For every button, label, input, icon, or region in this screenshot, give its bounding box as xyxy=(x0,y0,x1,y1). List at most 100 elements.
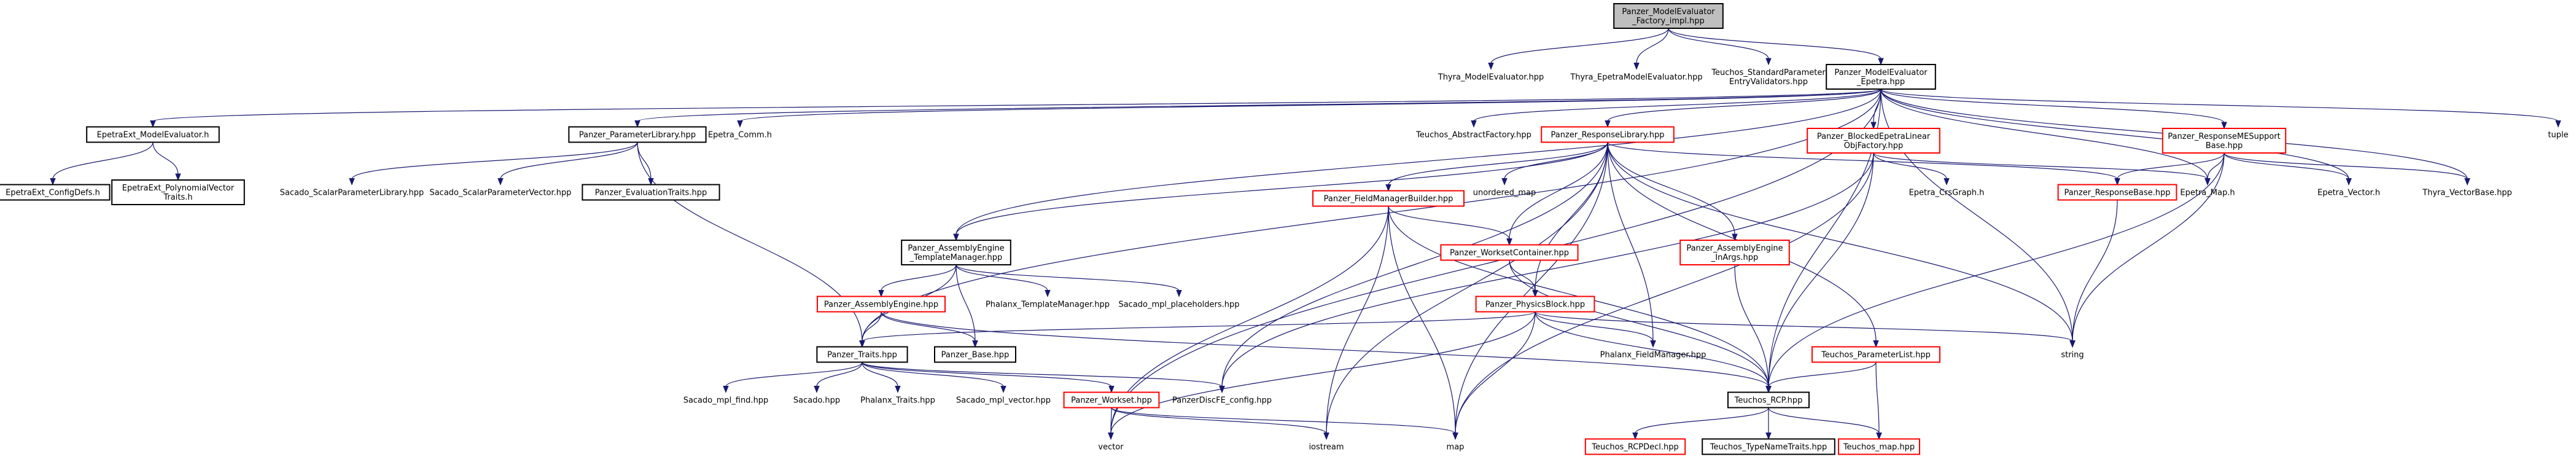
node-label: Panzer_ParameterLibrary.hpp xyxy=(579,131,696,140)
edge-panzer_resplib-to-panzer_ae_tm xyxy=(953,142,1608,241)
edge-panzer_responsebase-to-string xyxy=(2069,200,2118,348)
edge-root-to-thyra_me xyxy=(1488,28,1669,70)
node-box xyxy=(86,126,220,143)
edge-panzer_physicsblock-to-phalanx_fm xyxy=(1535,311,1656,348)
edge-panzer_ae_tm-to-sacado_mpl_ph xyxy=(955,264,1182,297)
edge-panzer_resplib-to-iostream xyxy=(1323,142,1608,440)
edge-panzer_physicsblock-to-panzer_traits xyxy=(859,311,1536,348)
node-box xyxy=(1826,64,1936,90)
edge-panzer_ae-to-panzer_base xyxy=(881,311,978,348)
node-label: EntryValidators.hpp xyxy=(1729,77,1808,87)
node-teuchos-abstractfactory-hpp: Teuchos_AbstractFactory.hpp xyxy=(1415,131,1531,140)
edge-teuchos_paramlist-to-teuchos_rcp xyxy=(1765,362,1877,393)
node-label: EpetraExt_PolynomialVector xyxy=(122,184,235,193)
node-panzer-modelevaluator-factory-impl-hpp[interactable]: Panzer_ModelEvaluator_Factory_impl.hpp xyxy=(1613,3,1724,29)
edge-teuchos_rcp-to-teuchos_map xyxy=(1768,407,1882,440)
node-epetraext-configdefs-h[interactable]: EpetraExt_ConfigDefs.h xyxy=(0,184,111,201)
node-label: PanzerDiscFE_config.hpp xyxy=(1172,396,1272,405)
node-teuchos-rcp-hpp[interactable]: Teuchos_RCP.hpp xyxy=(1727,391,1810,409)
node-teuchos-map-hpp[interactable]: Teuchos_map.hpp xyxy=(1838,438,1920,455)
node-label: Phalanx_Traits.hpp xyxy=(860,396,935,405)
node-box xyxy=(0,184,111,201)
node-panzer-assemblyengine-hpp[interactable]: Panzer_AssemblyEngine.hpp xyxy=(817,296,946,313)
node-epetraext-modelevaluator-h[interactable]: EpetraExt_ModelEvaluator.h xyxy=(86,126,220,143)
node-label: Teuchos_AbstractFactory.hpp xyxy=(1415,131,1531,140)
node-panzer-worksetcontainer-hpp[interactable]: Panzer_WorksetContainer.hpp xyxy=(1440,244,1579,261)
edge-pme_epetra-to-panzer_rme_support xyxy=(1880,88,2227,130)
node-box xyxy=(111,179,245,205)
node-panzer-base-hpp[interactable]: Panzer_Base.hpp xyxy=(934,346,1016,363)
node-phalanx-templatemanager-hpp: Phalanx_TemplateManager.hpp xyxy=(986,300,1110,310)
node-label: unordered_map xyxy=(1473,189,1536,198)
node-epetra-crsgraph-h: Epetra_CrsGraph.h xyxy=(1909,189,1985,198)
node-box xyxy=(1312,190,1465,207)
node-box xyxy=(568,126,707,143)
node-label: iostream xyxy=(1309,443,1344,452)
edge-pme_epetra-to-tuple xyxy=(1880,88,2561,128)
edge-panzer_resplib-to-panzer_ae_inargs xyxy=(1607,142,1738,241)
node-label: Panzer_ModelEvaluator xyxy=(1834,68,1928,77)
node-box xyxy=(934,346,1016,363)
node-panzer-responselibrary-hpp[interactable]: Panzer_ResponseLibrary.hpp xyxy=(1541,126,1675,143)
edge-panzer_traits-to-panzer_workset xyxy=(862,361,1115,393)
node-label: Phalanx_FieldManager.hpp xyxy=(1600,351,1706,360)
edge-panzer_rme_support-to-epetra_map xyxy=(2204,152,2225,186)
edge-panzer_resplib-to-phalanx_fm xyxy=(1607,142,1656,348)
node-panzer-parameterlibrary-hpp[interactable]: Panzer_ParameterLibrary.hpp xyxy=(568,126,707,143)
edge-panzer_resplib-to-unordered_map xyxy=(1501,142,1608,186)
node-box xyxy=(1475,296,1595,313)
node-map: map xyxy=(1447,443,1465,452)
node-box xyxy=(816,346,908,363)
node-epetra-vector-h: Epetra_Vector.h xyxy=(2317,189,2380,198)
node-panzer-responsebase-hpp[interactable]: Panzer_ResponseBase.hpp xyxy=(2057,184,2177,201)
edge-panzer_workset-to-map xyxy=(1111,407,1458,440)
node-box xyxy=(1679,240,1790,265)
node-panzer-modelevaluator-epetra-hpp[interactable]: Panzer_ModelEvaluator_Epetra.hpp xyxy=(1826,64,1936,90)
edge-teuchos_paramlist-to-teuchos_map xyxy=(1875,362,1882,440)
node-box xyxy=(1063,391,1160,409)
node-label: _InArgs.hpp xyxy=(1711,253,1758,262)
edge-panzer_traits-to-panzerdiscfe_config xyxy=(862,361,1225,393)
edge-panzer_wsc-to-teuchos_rcp xyxy=(1509,260,1772,393)
node-teuchos-rcpdecl-hpp[interactable]: Teuchos_RCPDecl.hpp xyxy=(1584,438,1686,455)
edge-pme_epetra-to-epetra_comm xyxy=(737,88,1881,128)
node-label: Epetra_Vector.h xyxy=(2317,189,2380,198)
node-label: string xyxy=(2061,351,2084,360)
node-panzer-assemblyengine-templatemanager-hpp[interactable]: Panzer_AssemblyEngine_TemplateManager.hp… xyxy=(901,240,1011,265)
node-vector: vector xyxy=(1098,443,1124,452)
edge-panzer_paramlib-to-panzer_traits xyxy=(637,142,865,348)
node-teuchos-standardparameter-entryvalidators-hpp: Teuchos_StandardParameterEntryValidators… xyxy=(1711,68,1826,87)
node-box xyxy=(1702,438,1835,455)
node-string: string xyxy=(2061,351,2084,360)
node-label: ObjFactory.hpp xyxy=(1844,141,1904,151)
node-sacado-mpl-vector-hpp: Sacado_mpl_vector.hpp xyxy=(956,396,1051,405)
node-panzer-physicsblock-hpp[interactable]: Panzer_PhysicsBlock.hpp xyxy=(1475,296,1595,313)
node-label: Teuchos_RCP.hpp xyxy=(1734,396,1803,405)
node-teuchos-typenametraits-hpp[interactable]: Teuchos_TypeNameTraits.hpp xyxy=(1702,438,1835,455)
node-label: Panzer_AssemblyEngine xyxy=(1686,244,1783,253)
node-teuchos-parameterlist-hpp[interactable]: Teuchos_ParameterList.hpp xyxy=(1811,346,1940,363)
node-label: Panzer_AssemblyEngine.hpp xyxy=(824,300,938,310)
edge-panzer_traits-to-sacado xyxy=(814,362,863,393)
node-panzer-workset-hpp[interactable]: Panzer_Workset.hpp xyxy=(1063,391,1160,409)
node-box xyxy=(1541,126,1675,143)
edge-teuchos_rcp-to-teuchos_tnt xyxy=(1765,407,1772,440)
node-label: _Epetra.hpp xyxy=(1856,77,1905,87)
node-panzerdiscfe-config-hpp: PanzerDiscFE_config.hpp xyxy=(1172,396,1272,405)
node-label: Panzer_PhysicsBlock.hpp xyxy=(1485,300,1585,310)
edge-panzer_traits-to-sacado_mpl_vector xyxy=(862,362,1006,393)
node-panzer-fieldmanagerbuilder-hpp[interactable]: Panzer_FieldManagerBuilder.hpp xyxy=(1312,190,1465,207)
edge-pme_epetra-to-panzer_blocked xyxy=(1870,88,1881,130)
node-label: vector xyxy=(1098,443,1124,452)
edge-panzer_rme_support-to-thyra_vectorbase xyxy=(2224,152,2470,186)
edge-pme_epetra-to-teuchos_af xyxy=(1471,88,1881,128)
edge-panzer_fmb-to-panzer_wsc xyxy=(1388,206,1512,246)
edge-pme_epetra-to-panzer_resplib xyxy=(1605,88,1881,128)
node-box xyxy=(1440,244,1579,261)
node-panzer-assemblyengine-inargs-hpp[interactable]: Panzer_AssemblyEngine_InArgs.hpp xyxy=(1679,240,1790,265)
node-panzer-traits-hpp[interactable]: Panzer_Traits.hpp xyxy=(816,346,908,363)
node-panzer-evaluationtraits-hpp[interactable]: Panzer_EvaluationTraits.hpp xyxy=(582,184,720,201)
